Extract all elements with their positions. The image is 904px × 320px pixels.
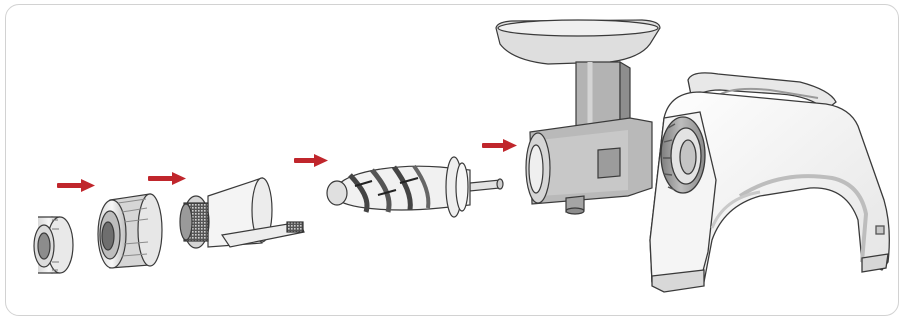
ring-nut-icon: [34, 217, 73, 273]
arrow-1-icon: [57, 179, 95, 192]
arrow-4-icon: [482, 139, 517, 152]
motor-base-icon: [650, 73, 889, 292]
auger-icon: [327, 157, 503, 217]
arrow-2-icon: [148, 172, 186, 185]
arrow-3-icon: [294, 154, 328, 167]
strainer-icon: [180, 178, 304, 248]
drum-icon: [496, 20, 660, 214]
cap-icon: [98, 194, 162, 268]
